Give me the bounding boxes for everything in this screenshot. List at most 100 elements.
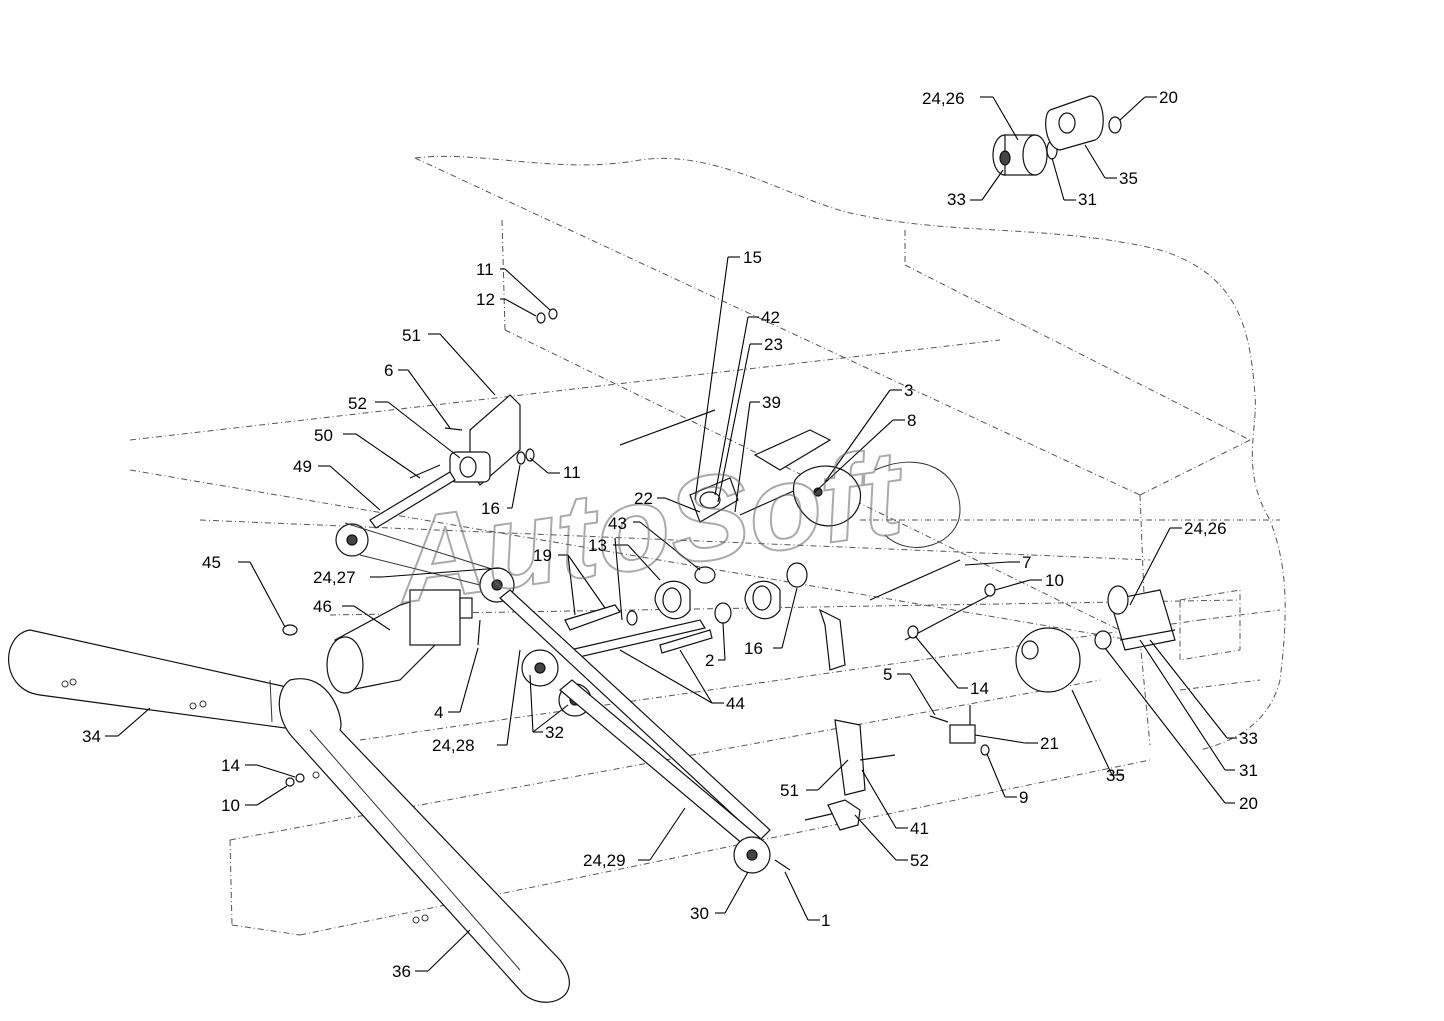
left-bearing-group (444, 308, 558, 486)
circlip-20-right (1094, 630, 1112, 650)
callout-12: 12 (476, 290, 495, 309)
bolt-5 (929, 715, 949, 723)
guard-36 (278, 678, 570, 1003)
callout-13: 13 (588, 536, 607, 555)
callout-1: 1 (821, 911, 830, 930)
washer-12 (536, 312, 546, 324)
callout-16-mid: 16 (744, 639, 763, 658)
bolt-4 (477, 619, 481, 646)
nut-11-top (548, 308, 558, 320)
callout-24-27: 24,27 (313, 568, 356, 587)
callout-5: 5 (883, 665, 892, 684)
bearing-43 (694, 566, 716, 584)
callout-labels: 24,26 20 35 33 31 15 11 12 42 23 51 6 3 … (82, 88, 1258, 981)
right-shaft-group (869, 559, 1176, 693)
callout-11-top: 11 (476, 260, 494, 279)
callout-42: 42 (761, 308, 780, 327)
callout-39: 39 (762, 393, 781, 412)
callout-52-right: 52 (910, 851, 929, 870)
callout-23: 23 (764, 335, 783, 354)
housing-8 (874, 461, 961, 548)
chain-24-29 (499, 589, 771, 841)
callout-24-26-top: 24,26 (922, 89, 965, 108)
plate-51-right (834, 719, 866, 796)
callout-20-top: 20 (1159, 88, 1178, 107)
callout-9: 9 (1019, 788, 1028, 807)
key-50 (409, 464, 441, 479)
callout-44: 44 (726, 694, 745, 713)
spacer-2 (714, 602, 732, 624)
callout-3: 3 (904, 381, 913, 400)
callout-36: 36 (392, 962, 411, 981)
guards-group (8, 629, 570, 1003)
bearing-16-mid (786, 562, 808, 588)
top-coupling-group (992, 95, 1122, 176)
callout-52-left: 52 (348, 394, 367, 413)
nut-10-left (285, 777, 295, 787)
callout-15: 15 (743, 248, 762, 267)
callout-50: 50 (314, 426, 333, 445)
callout-33-right: 33 (1239, 729, 1258, 748)
callout-33-top: 33 (947, 190, 966, 209)
shaft-49 (369, 471, 456, 529)
bottom-bracket-group (804, 705, 990, 831)
gearbox-body (409, 589, 461, 646)
callout-35-top: 35 (1119, 169, 1138, 188)
nut-9 (980, 744, 990, 756)
tensioner-arm (818, 608, 846, 671)
callout-32: 32 (545, 723, 564, 742)
callout-7: 7 (1022, 553, 1031, 572)
callout-4: 4 (434, 703, 443, 722)
callout-51-left: 51 (402, 326, 421, 345)
callout-43: 43 (608, 514, 627, 533)
callout-14-left: 14 (221, 756, 240, 775)
callout-22: 22 (634, 489, 653, 508)
callout-51-right: 51 (780, 781, 799, 800)
plate-39 (753, 429, 832, 471)
callout-31-right: 31 (1239, 761, 1258, 780)
washer-10-right (984, 583, 996, 597)
callout-20-right: 20 (1239, 794, 1258, 813)
callout-16-left: 16 (481, 499, 500, 518)
key-31-right (1119, 629, 1176, 641)
bar-19 (564, 604, 621, 631)
callout-45: 45 (202, 553, 221, 572)
circlip-20-top (1108, 116, 1122, 134)
callout-6: 6 (384, 361, 393, 380)
pin-1 (774, 859, 791, 871)
bolt-6 (444, 427, 463, 431)
callout-11-mid: 11 (563, 463, 581, 482)
callout-10-right: 10 (1045, 571, 1064, 590)
grease-nipple-45 (282, 624, 298, 636)
callout-30: 30 (690, 904, 709, 923)
washer-13 (626, 610, 638, 626)
disc-3 (792, 465, 861, 527)
callout-49: 49 (293, 457, 312, 476)
washer-14-right (907, 625, 919, 639)
callout-46: 46 (313, 597, 332, 616)
shaft-7-upper (869, 559, 961, 601)
callout-21: 21 (1040, 734, 1059, 753)
guard-34 (8, 629, 324, 731)
lower-chain-group (499, 589, 791, 874)
left-shaft-group (335, 464, 501, 591)
callout-34: 34 (82, 727, 101, 746)
callout-2: 2 (705, 651, 714, 670)
collar-35-right (1015, 627, 1081, 693)
callout-24-29: 24,29 (583, 851, 626, 870)
leader-lines (105, 96, 1237, 972)
callout-19: 19 (533, 546, 552, 565)
chain-upper (359, 554, 501, 591)
callout-24-28: 24,28 (432, 736, 475, 755)
shaft-42 (619, 409, 716, 446)
washer-14-left (295, 773, 305, 783)
callout-31-top: 31 (1078, 190, 1097, 209)
bearing-52-right (827, 799, 861, 831)
callout-8: 8 (907, 411, 916, 430)
block-21 (949, 724, 976, 744)
shaft-7-lower (904, 594, 991, 641)
callout-24-26-right: 24,26 (1184, 519, 1227, 538)
callout-35-right: 35 (1106, 766, 1125, 785)
callout-10-left: 10 (221, 796, 240, 815)
